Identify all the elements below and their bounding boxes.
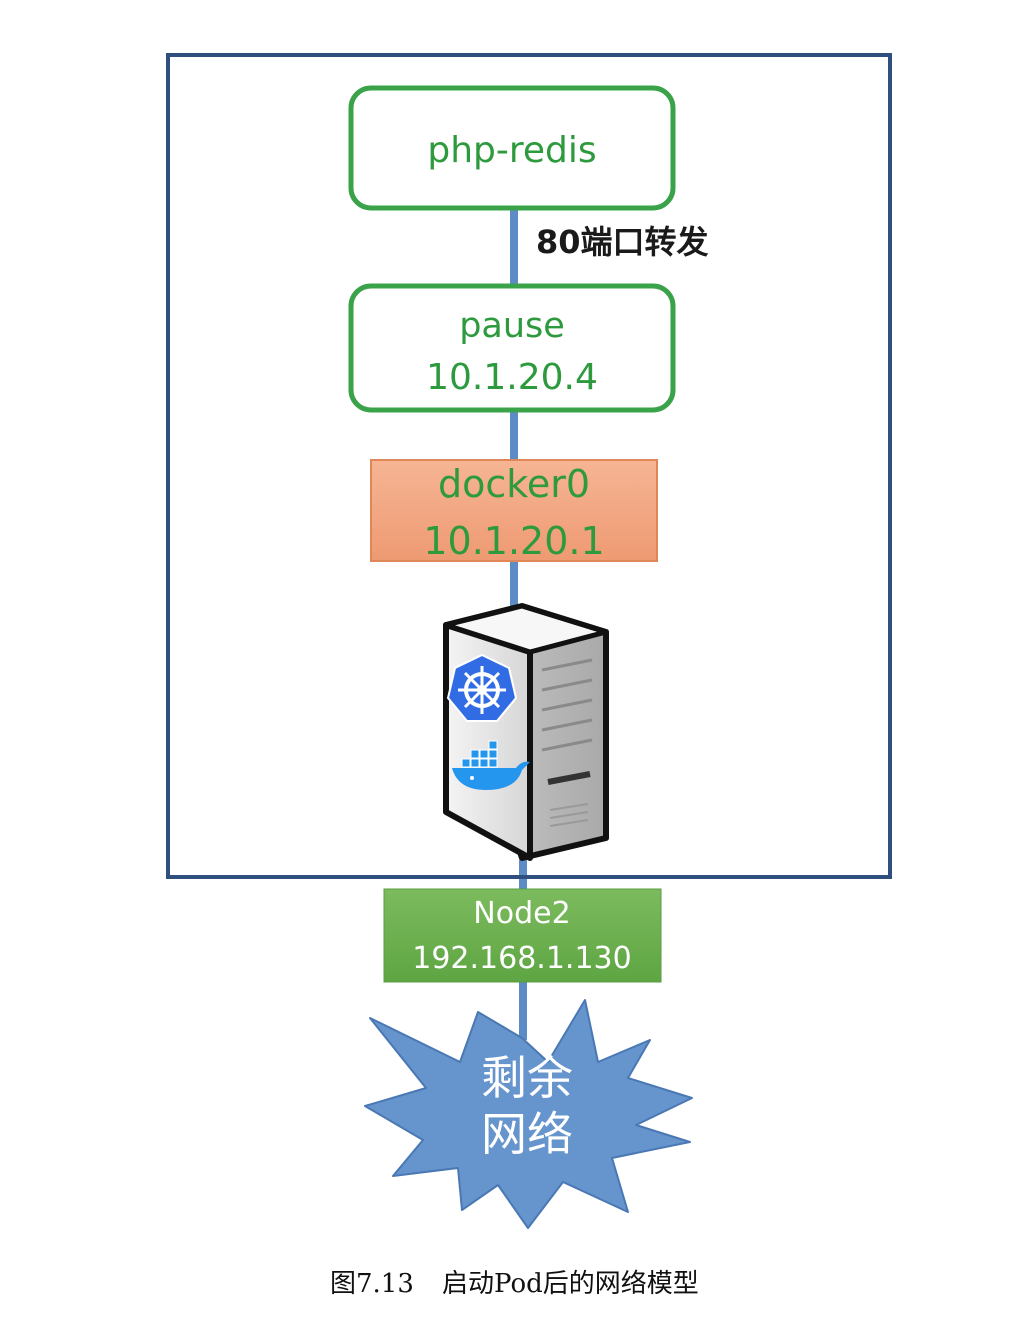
- node-name: Node2: [473, 896, 570, 931]
- docker-icon: [452, 740, 530, 790]
- pause-container-box: pause 10.1.20.4: [348, 283, 676, 413]
- figure-title: 启动Pod后的网络模型: [442, 1269, 699, 1299]
- pause-label: pause: [459, 306, 565, 346]
- container-label: php-redis: [427, 130, 596, 171]
- bridge-ip: 10.1.20.1: [423, 519, 604, 563]
- node-ip: 192.168.1.130: [412, 941, 631, 976]
- port-forward-label: 80端口转发: [536, 223, 709, 261]
- kubernetes-icon: [446, 653, 518, 722]
- host-frame: [166, 53, 892, 879]
- remaining-network-burst: 剩余 网络: [364, 999, 693, 1229]
- php-redis-container-box: php-redis: [348, 85, 676, 211]
- network-line1: 剩余: [481, 1051, 573, 1105]
- pause-ip: 10.1.20.4: [426, 357, 598, 398]
- docker0-bridge-box: docker0 10.1.20.1: [370, 459, 658, 563]
- figure-number: 图7.13: [330, 1269, 414, 1299]
- bridge-name: docker0: [438, 462, 590, 506]
- server-icon: [443, 603, 609, 861]
- node-box: Node2 192.168.1.130: [383, 888, 662, 983]
- figure-caption: 图7.13 启动Pod后的网络模型: [330, 1269, 699, 1299]
- network-line2: 网络: [481, 1107, 573, 1161]
